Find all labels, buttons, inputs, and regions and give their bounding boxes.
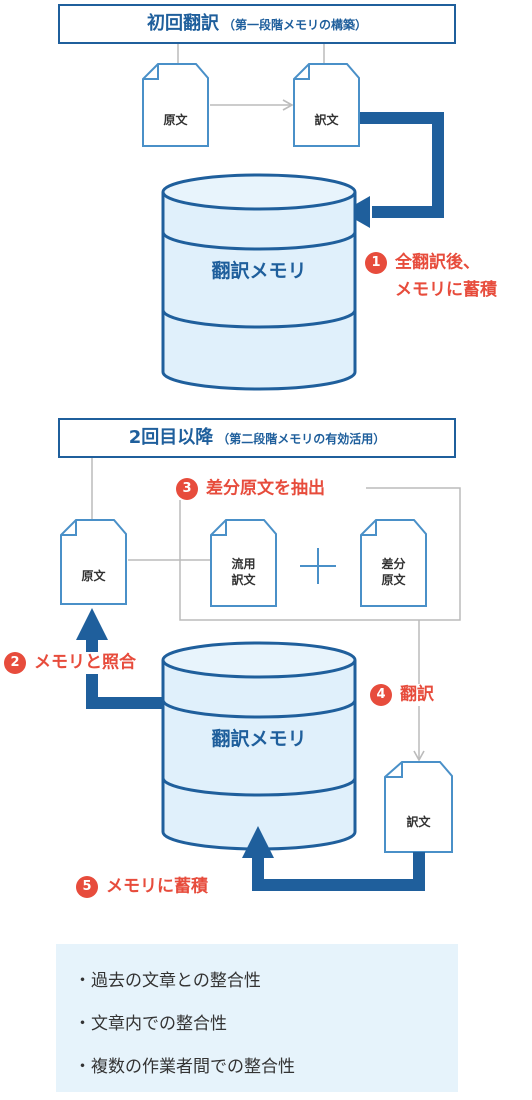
step4-label: 4 翻訳 [370,684,440,707]
source-document: 原文 [61,520,126,604]
section1-subtitle: （第一段階メモリの構築） [222,18,367,32]
step1-label-line2: メモリに蓄積 [395,280,497,302]
step1-label: 1 全翻訳後、 [365,252,480,274]
source-document-label: 原文 [163,113,188,127]
step5-text: メモリに蓄積 [106,876,208,897]
benefit-item: ・過去の文章との整合性 [74,971,261,991]
step2-number: 2 [4,652,26,674]
store-arrow [242,826,425,891]
reuse-translation-document: 流用 訳文 [211,520,276,606]
section2-title-box: 2回目以降（第二段階メモリの有効活用） [58,418,456,458]
step2-label: 2 メモリと照合 [4,652,142,675]
extract-bracket [179,487,461,621]
benefits-box: ・過去の文章との整合性 ・文章内での整合性 ・複数の作業者間での整合性 [56,944,458,1092]
benefit-item: ・文章内での整合性 [74,1014,227,1034]
step1-line2: メモリに蓄積 [395,280,497,300]
target-document-label: 訳文 [406,815,431,829]
step3-text: 差分原文を抽出 [206,478,325,499]
step3-number: 3 [176,478,198,500]
memory-label: 翻訳メモリ [211,728,307,750]
translation-memory-database-icon [161,173,357,391]
step3-label: 3 差分原文を抽出 [176,478,331,501]
source-document-label: 原文 [81,569,106,583]
diff-source-document: 差分 原文 [361,520,426,606]
target-document-icon [384,761,453,853]
benefit-item: ・複数の作業者間での整合性 [74,1057,295,1077]
step5-number: 5 [76,876,98,898]
reuse-document-label: 流用 訳文 [231,557,256,588]
section1-title-box: 初回翻訳（第一段階メモリの構築） [58,4,456,44]
step1-number: 1 [365,252,387,274]
plus-icon [300,548,336,584]
source-document: 原文 [143,64,208,146]
target-document-label: 訳文 [314,113,339,127]
target-document: 訳文 [294,64,359,146]
translation-memory-database-icon [161,641,357,851]
diff-document-label: 差分 原文 [381,557,406,588]
step1-line1: 全翻訳後、 [395,252,480,273]
target-document-icon [293,63,360,147]
section1-title: 初回翻訳 [146,13,219,34]
step2-text: メモリと照合 [34,652,136,673]
source-document-icon [142,63,209,147]
reuse-translation-document-icon [210,519,277,607]
step5-label: 5 メモリに蓄積 [76,876,208,898]
target-document: 訳文 [385,762,452,852]
section2-subtitle: （第二段階メモリの有効活用） [217,432,386,446]
step4-text: 翻訳 [400,684,434,705]
diff-source-document-icon [360,519,427,607]
memory-label: 翻訳メモリ [211,260,307,282]
section2-title: 2回目以降 [128,427,214,448]
step4-number: 4 [370,684,392,706]
source-document-icon [60,519,127,605]
